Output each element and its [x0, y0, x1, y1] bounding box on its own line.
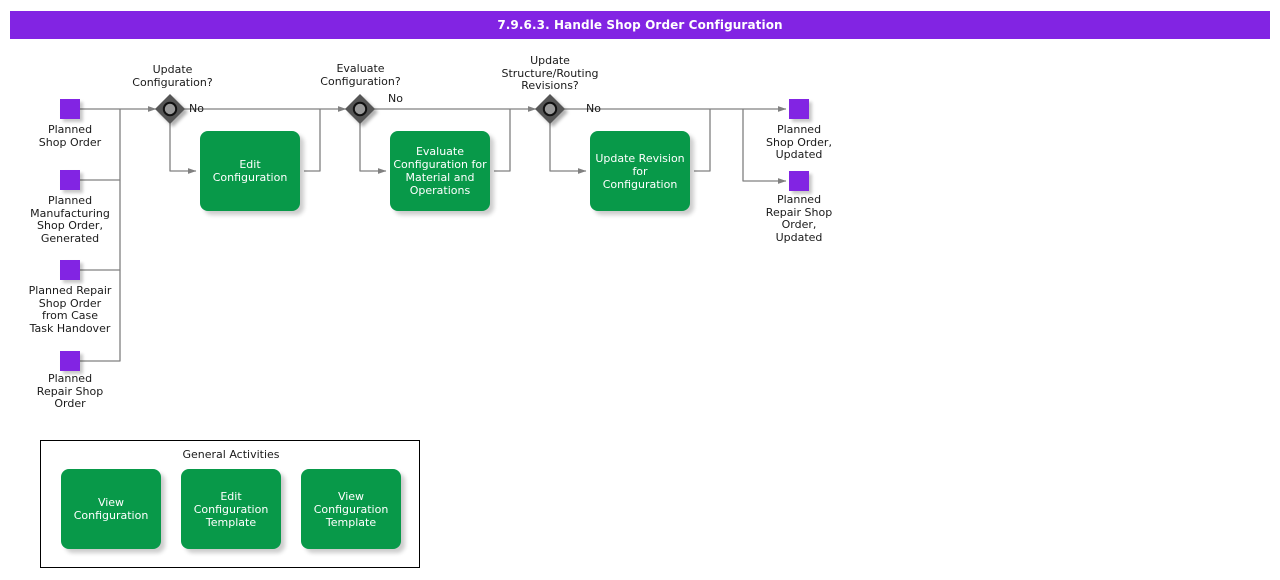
decision-label-evaluate-configuration: Evaluate Configuration?	[320, 62, 401, 88]
diagram-title-bar: 7.9.6.3. Handle Shop Order Configuration	[10, 11, 1270, 39]
data-object-label-planned-shop-order-updated: Planned Shop Order, Updated	[766, 123, 832, 162]
decision-label-update-structure-routing-revisions: Update Structure/Routing Revisions?	[501, 54, 599, 93]
data-object-planned-manufacturing-shop-order-generated[interactable]	[60, 170, 80, 190]
data-object-label-planned-repair-shop-order: Planned Repair Shop Order	[36, 372, 104, 411]
general-activities-title: General Activities	[182, 448, 280, 461]
branch-label-update-configuration-no: No	[189, 102, 204, 115]
data-object-planned-repair-shop-order-updated[interactable]	[789, 171, 809, 191]
data-object-label-planned-repair-shop-order-updated: Planned Repair Shop Order, Updated	[765, 193, 833, 244]
data-object-label-planned-manufacturing-shop-order-generated: Planned Manufacturing Shop Order, Genera…	[30, 194, 110, 245]
activity-edit-configuration[interactable]: Edit Configuration	[200, 131, 300, 211]
decision-shapes	[155, 94, 565, 124]
activity-edit-configuration-template[interactable]: Edit Configuration Template	[181, 469, 281, 549]
data-object-planned-repair-shop-order-from-case-task-handover[interactable]	[60, 260, 80, 280]
branch-label-update-structure-routing-revisions-no: No	[586, 102, 601, 115]
activity-view-configuration[interactable]: View Configuration	[61, 469, 161, 549]
activity-view-configuration-template[interactable]: View Configuration Template	[301, 469, 401, 549]
general-activities-panel: General Activities View Configuration Ed…	[40, 440, 420, 568]
activity-evaluate-configuration-for-material-and-operations[interactable]: Evaluate Configuration for Material and …	[390, 131, 490, 211]
data-object-planned-repair-shop-order[interactable]	[60, 351, 80, 371]
data-object-label-planned-repair-shop-order-from-case-task-handover: Planned Repair Shop Order from Case Task…	[28, 284, 112, 335]
branch-label-evaluate-configuration-no: No	[388, 92, 403, 105]
data-object-planned-shop-order-updated[interactable]	[789, 99, 809, 119]
data-object-label-planned-shop-order: Planned Shop Order	[38, 123, 102, 149]
data-object-planned-shop-order[interactable]	[60, 99, 80, 119]
decision-label-update-configuration: Update Configuration?	[132, 63, 213, 89]
activity-update-revision-for-configuration[interactable]: Update Revision for Configuration	[590, 131, 690, 211]
page-title: 7.9.6.3. Handle Shop Order Configuration	[497, 18, 783, 32]
